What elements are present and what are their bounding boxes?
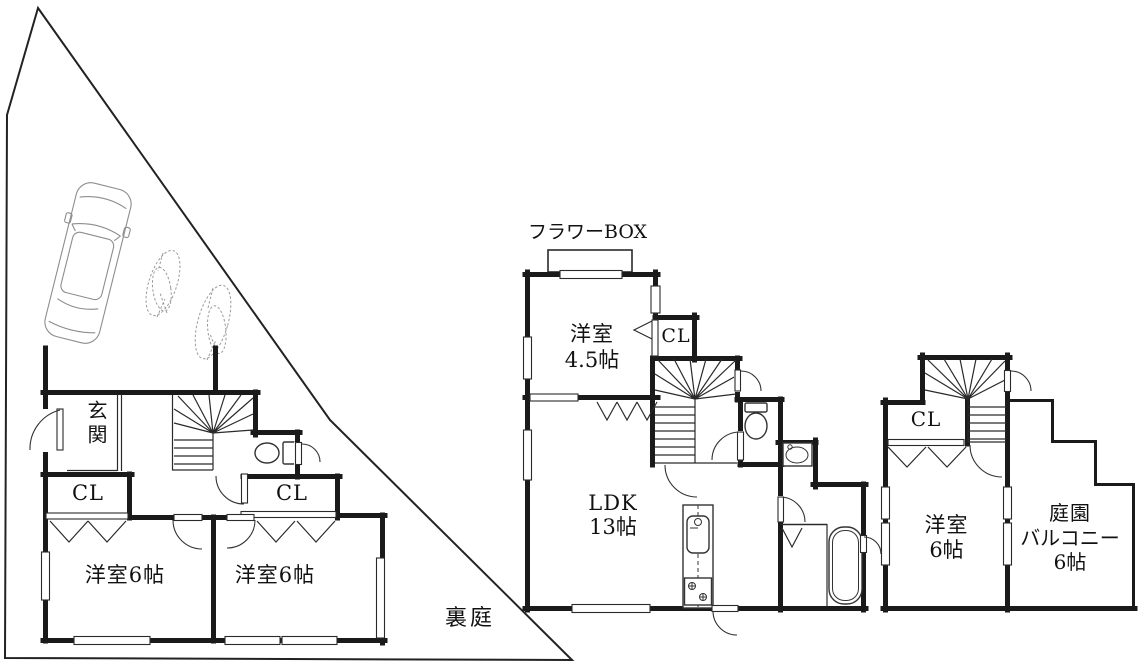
window xyxy=(880,522,891,566)
closet-label-3f: CL xyxy=(910,407,942,431)
window xyxy=(73,635,151,646)
door-leaf xyxy=(1003,369,1012,393)
ldk-label-line2: 13帖 xyxy=(589,515,637,539)
floor3-plan xyxy=(880,352,1138,613)
folding-door-mark xyxy=(256,520,336,543)
floor1-plan xyxy=(29,345,388,646)
window xyxy=(1002,522,1013,566)
door-leaf xyxy=(777,496,785,523)
door-threshold xyxy=(173,513,203,522)
door-arc xyxy=(215,475,245,505)
door-arc xyxy=(740,370,762,392)
balcony-label-line2: バルコニー xyxy=(1020,526,1120,550)
door-threshold xyxy=(711,604,739,613)
site-outline xyxy=(3,5,575,662)
staircase xyxy=(924,358,1006,443)
ldk-label-line1: LDK xyxy=(588,491,638,515)
balcony-rail xyxy=(1008,399,1135,610)
wall xyxy=(116,394,123,471)
window xyxy=(281,635,338,646)
room-label-1f-left: 洋室6帖 xyxy=(84,563,166,587)
folding-door-mark xyxy=(632,320,653,340)
window xyxy=(40,551,51,601)
door-arc xyxy=(779,496,806,523)
closet-label-1f-left: CL xyxy=(71,481,104,505)
closet-label-2f: CL xyxy=(661,325,691,347)
closet-front xyxy=(45,512,129,520)
entrance-label: 玄関 xyxy=(84,400,108,448)
door-arc xyxy=(664,464,698,498)
doorway xyxy=(41,409,50,452)
toilet-icon xyxy=(744,402,768,440)
room-label-3f-line2: 6帖 xyxy=(929,538,964,562)
folding-door-mark xyxy=(781,527,803,549)
door-arc xyxy=(1010,370,1032,392)
floor2-plan xyxy=(522,249,882,636)
staircase xyxy=(171,394,254,471)
folding-door-mark xyxy=(596,401,658,422)
opening xyxy=(529,393,579,402)
balcony-label-line1: 庭園 xyxy=(1049,501,1091,525)
washbasin-icon xyxy=(782,442,813,467)
closet-front xyxy=(651,319,659,357)
door-leaf xyxy=(736,431,745,461)
window xyxy=(880,486,891,520)
staircase xyxy=(654,358,737,464)
door-arc xyxy=(711,431,741,461)
car-icon xyxy=(44,182,132,344)
room45-label-line2: 4.5帖 xyxy=(564,348,620,372)
stove-icon xyxy=(683,577,713,606)
window xyxy=(1002,486,1013,520)
room45-label-line1: 洋室 xyxy=(570,322,614,346)
folding-door-mark xyxy=(49,520,127,543)
closet-front xyxy=(240,510,337,519)
door-leaf xyxy=(859,534,868,554)
window xyxy=(522,336,533,380)
folding-door-mark xyxy=(887,446,967,468)
window xyxy=(571,603,651,614)
window xyxy=(522,429,533,481)
flower-box-label: フラワーBOX xyxy=(528,221,648,243)
window xyxy=(224,635,281,646)
closet-front xyxy=(887,438,965,447)
window xyxy=(375,557,386,639)
closet-label-1f-right: CL xyxy=(275,481,308,505)
door-arc xyxy=(863,536,882,555)
door-arc xyxy=(29,409,61,451)
door-arc xyxy=(712,610,738,636)
flower-box xyxy=(547,249,633,273)
bathtub-icon xyxy=(828,526,863,605)
room-label-1f-right: 洋室6帖 xyxy=(234,563,316,587)
door-leaf xyxy=(294,441,303,466)
door-arc xyxy=(969,444,1003,478)
door-leaf xyxy=(240,473,249,504)
door-leaf xyxy=(56,408,64,451)
door-threshold xyxy=(226,513,255,522)
window xyxy=(559,269,623,280)
room-label-3f-line1: 洋室 xyxy=(924,513,969,537)
toilet-icon xyxy=(254,441,296,465)
door-arc xyxy=(301,443,321,463)
door-leaf xyxy=(734,369,742,392)
door-arc xyxy=(172,519,203,550)
balcony-label-line3: 6帖 xyxy=(1053,550,1087,574)
door-arc xyxy=(226,519,256,549)
window xyxy=(650,285,661,314)
